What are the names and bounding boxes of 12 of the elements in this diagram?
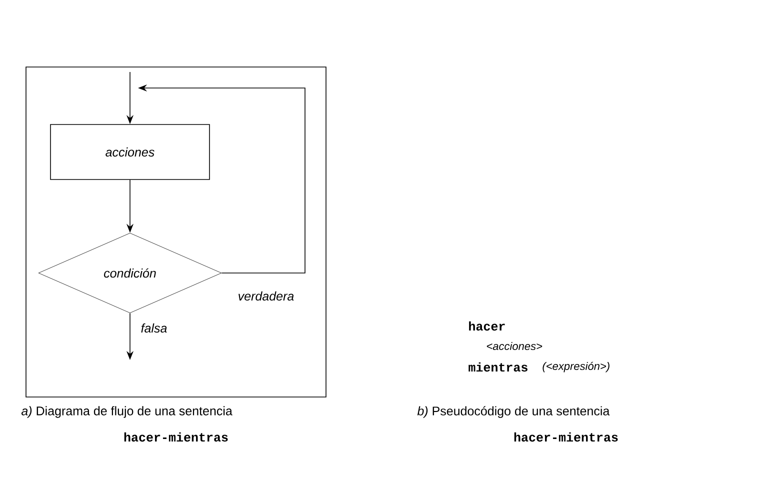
caption: a) Diagrama de flujo de una sentencia [21,406,232,418]
code-text: hacer-mientras [514,432,618,442]
code-text: hacer-mientras [124,432,228,442]
code-keyword: mientras [468,362,528,372]
placeholder-text: <acciones> [486,342,542,350]
process-box: acciones [50,124,210,180]
code-keyword: hacer [469,321,505,331]
edge-label: verdadera [236,290,296,302]
caption: b) Pseudocódigo de una sentencia [417,406,610,418]
placeholder-text: (<expresión>) [542,362,610,372]
edge-label: falsa [140,322,168,334]
frame-box [26,66,326,398]
